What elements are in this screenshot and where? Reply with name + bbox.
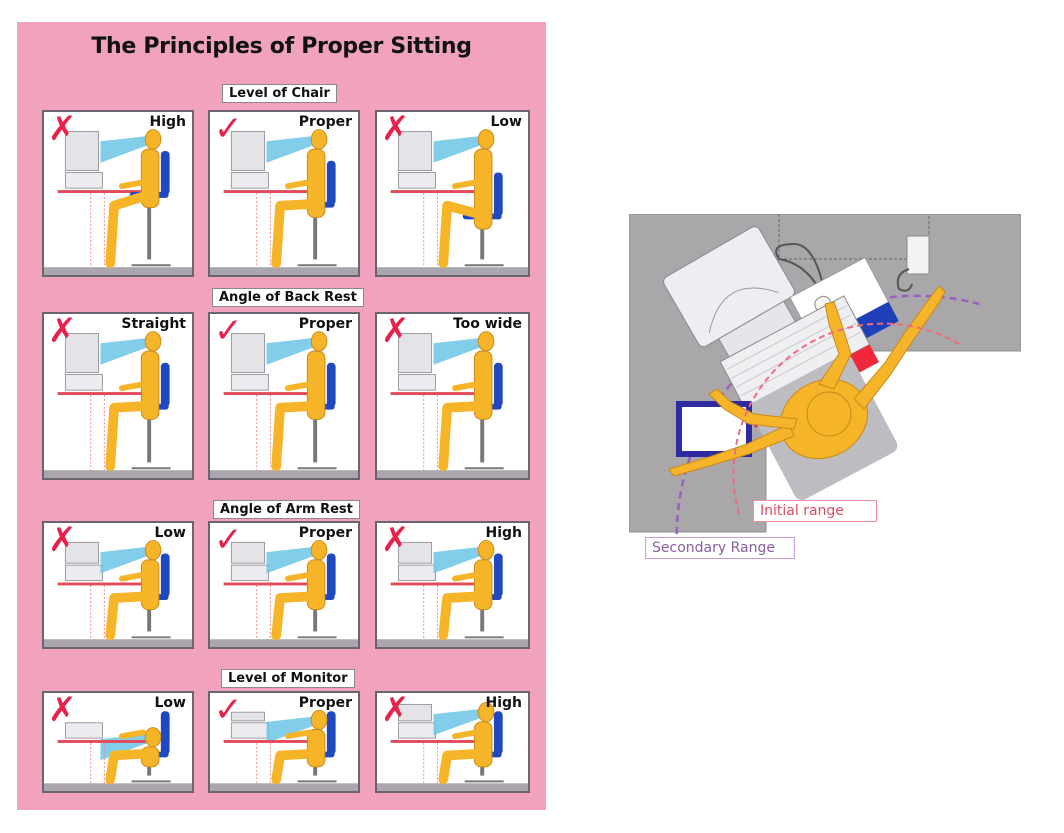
section-label-level-of-chair: Level of Chair [222, 84, 337, 103]
check-mark-icon: ✓ [214, 312, 243, 351]
cross-mark-icon: ✗ [381, 110, 410, 149]
sitting-panel: ✓ Proper [208, 521, 360, 649]
sitting-illustration [377, 129, 528, 275]
panel-label: Low [490, 114, 522, 130]
check-mark-icon: ✓ [214, 691, 243, 730]
cross-mark-icon: ✗ [48, 691, 77, 730]
sitting-illustration [210, 709, 358, 791]
reach-range-diagram [629, 214, 1021, 534]
sitting-illustration [210, 331, 358, 478]
desk-top-view [629, 214, 1021, 534]
initial-range-label: Initial range [753, 500, 877, 522]
cross-mark-icon: ✗ [381, 312, 410, 351]
sitting-panel: ✓ Proper [208, 110, 360, 277]
panel-label: Too wide [452, 316, 522, 332]
cross-mark-icon: ✗ [48, 312, 77, 351]
section-label-angle-of-back-rest: Angle of Back Rest [212, 288, 364, 307]
panel-label: Proper [298, 695, 352, 711]
panel-label: Low [154, 695, 186, 711]
sitting-panel: ✗ Low [42, 691, 194, 793]
sitting-illustration [377, 702, 528, 791]
panel-label: Proper [298, 114, 352, 130]
sitting-illustration [377, 539, 528, 647]
check-mark-icon: ✓ [214, 110, 243, 149]
sitting-panel: ✗ Too wide [375, 312, 530, 480]
sitting-illustration [44, 129, 192, 275]
sitting-panel: ✗ Low [375, 110, 530, 277]
sitting-panel: ✗ Straight [42, 312, 194, 480]
sitting-panel: ✓ Proper [208, 312, 360, 480]
sitting-illustration [377, 331, 528, 478]
sitting-illustration [210, 129, 358, 275]
cross-mark-icon: ✗ [48, 110, 77, 149]
section-label-level-of-monitor: Level of Monitor [221, 669, 355, 688]
panel-label: Straight [121, 316, 186, 332]
panel-label: Proper [298, 316, 352, 332]
panel-label: Proper [298, 525, 352, 541]
panel-label: High [149, 114, 186, 130]
cross-mark-icon: ✗ [381, 691, 410, 730]
sitting-illustration [44, 711, 192, 791]
sitting-panel: ✗ Low [42, 521, 194, 649]
secondary-range-label: Secondary Range [645, 537, 795, 559]
cross-mark-icon: ✗ [381, 521, 410, 560]
sitting-panel: ✗ High [375, 521, 530, 649]
panel-label: Low [154, 525, 186, 541]
sitting-panel: ✗ High [375, 691, 530, 793]
cross-mark-icon: ✗ [48, 521, 77, 560]
panel-label: High [485, 525, 522, 541]
sitting-illustration [210, 539, 358, 647]
sitting-illustration [44, 331, 192, 478]
check-mark-icon: ✓ [214, 521, 243, 560]
poster-title: The Principles of Proper Sitting [91, 34, 472, 59]
panel-label: High [485, 695, 522, 711]
section-label-angle-of-arm-rest: Angle of Arm Rest [213, 500, 360, 519]
sitting-panel: ✓ Proper [208, 691, 360, 793]
sitting-illustration [44, 539, 192, 647]
sitting-panel: ✗ High [42, 110, 194, 277]
